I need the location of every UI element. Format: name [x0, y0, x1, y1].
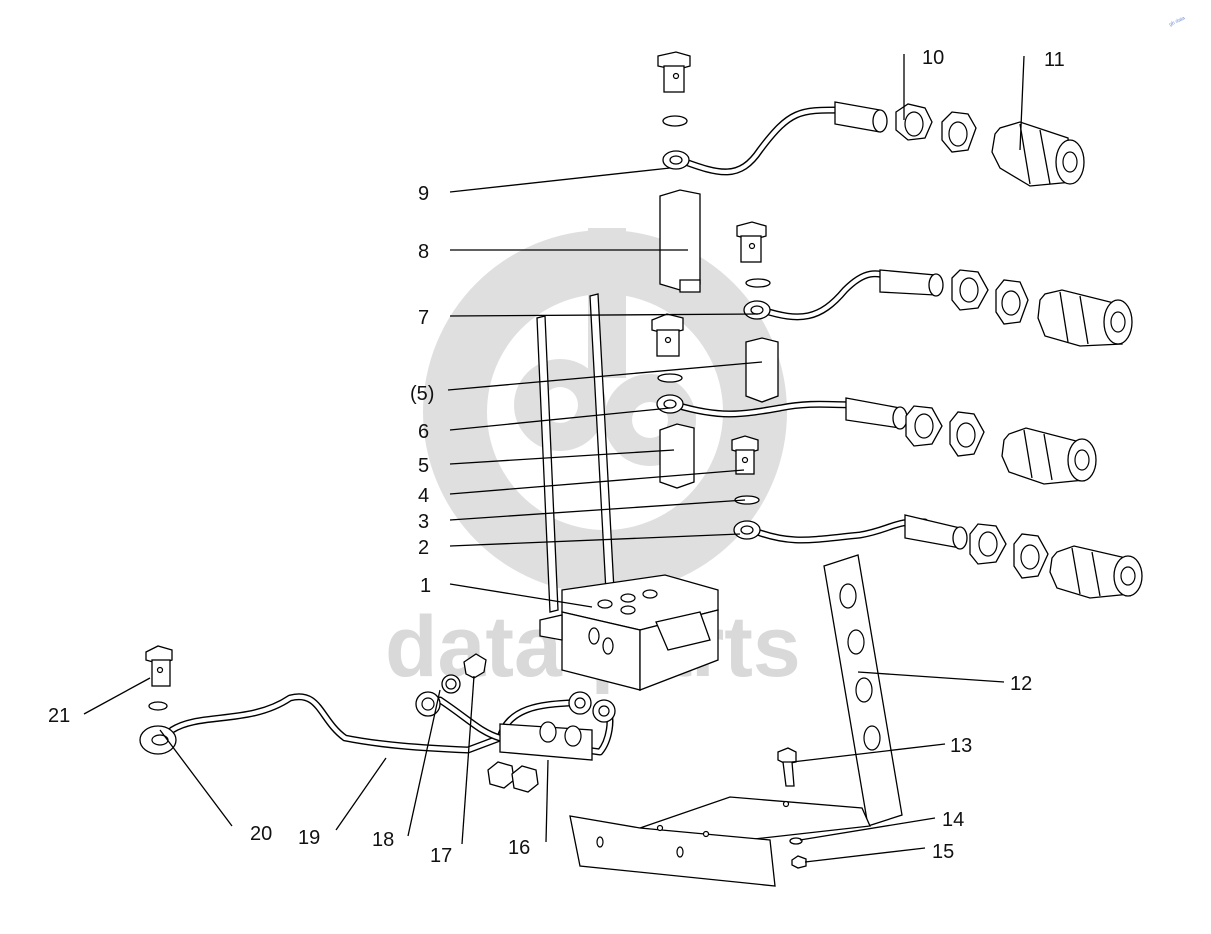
callout-label-5: 5	[418, 455, 429, 477]
bracket-12	[569, 554, 903, 887]
callout-label-1: 1	[420, 575, 431, 597]
banjo-bolt-shank-top	[663, 65, 685, 93]
pipe-assembly-6	[651, 313, 1097, 485]
callout-label-15: 15	[932, 841, 954, 863]
callout-label-2: 2	[418, 537, 429, 559]
callout-label-6: 6	[418, 421, 429, 443]
callout-label-19: 19	[298, 827, 320, 849]
spacer-8	[659, 189, 701, 291]
callout-label-12: 12	[1010, 673, 1032, 695]
callout-label-10: 10	[922, 47, 944, 69]
callout-label-16: 16	[508, 837, 530, 859]
callout-label-18: 18	[372, 829, 394, 851]
valve-block-1	[536, 293, 719, 691]
callout-label-17: 17	[430, 845, 452, 867]
callout-labels: 9 10 11 8 7 (5) 6 5 4 3 2 1 12 13 14 15 …	[48, 47, 1065, 867]
washer-top	[662, 115, 688, 127]
callout-label-5-ref: (5)	[410, 383, 434, 405]
callout-lines	[83, 54, 1025, 863]
callout-label-13: 13	[950, 735, 972, 757]
callout-label-8: 8	[418, 241, 429, 263]
pipe-assembly-7	[659, 189, 1133, 347]
callout-label-7: 7	[418, 307, 429, 329]
callout-label-20: 20	[250, 823, 272, 845]
watermark-corner-text: gb data	[1168, 15, 1186, 28]
callout-label-11: 11	[1044, 49, 1065, 71]
pipe-assembly-2	[659, 423, 1143, 599]
callout-label-9: 9	[418, 183, 429, 205]
lower-pipe-assembly	[139, 645, 616, 793]
callout-label-4: 4	[418, 485, 429, 507]
top-pipe-assembly	[657, 51, 1085, 187]
callout-label-14: 14	[942, 809, 964, 831]
callout-label-3: 3	[418, 511, 429, 533]
callout-label-21: 21	[48, 705, 70, 727]
